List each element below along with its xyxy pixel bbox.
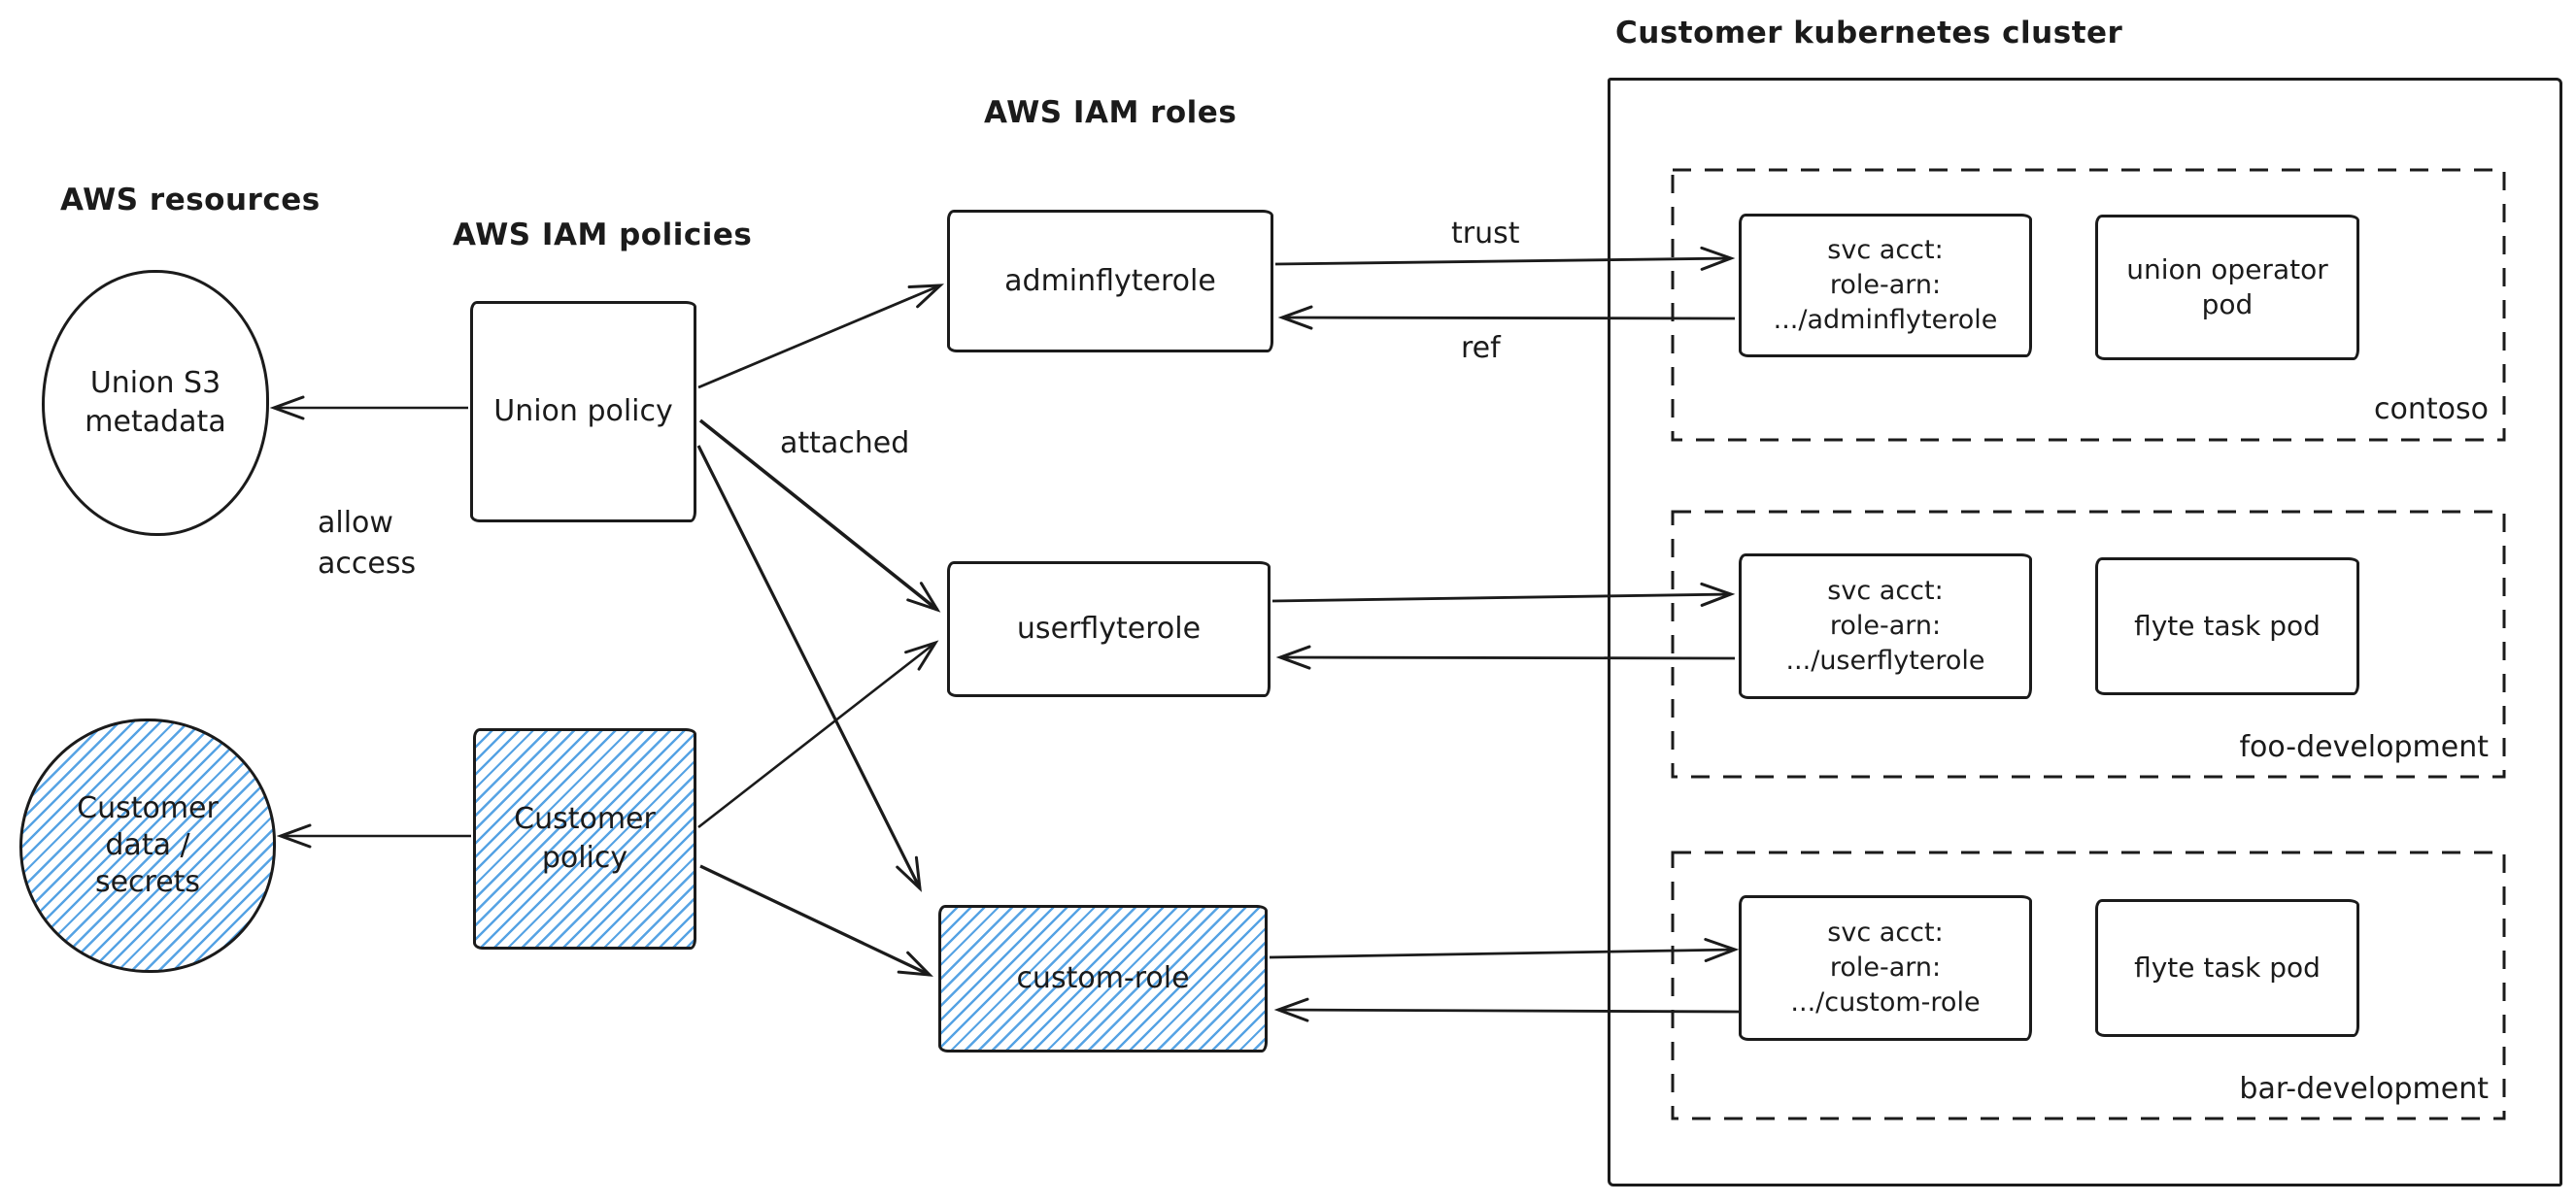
ref-edge-label: ref	[1461, 331, 1501, 365]
allow-access-line2: access	[318, 547, 417, 581]
trust-edge-label: trust	[1451, 217, 1520, 251]
svc-acct-adminflyterole-node: svc acct: role-arn: .../adminflyterole	[1739, 214, 2032, 357]
customer-policy-label-line2: policy	[541, 841, 628, 875]
namespace-label-foo-development: foo-development	[2239, 730, 2489, 764]
customer-data-label-line1: Customer	[77, 791, 219, 825]
union-s3-metadata-node: Union S3 metadata	[42, 270, 269, 536]
svc-acct-2-line1: svc acct:	[1827, 576, 1944, 606]
pod-3-line1: flyte task pod	[2134, 952, 2321, 984]
aws-resources-heading: AWS resources	[60, 183, 321, 217]
customer-data-label-line2: data /	[105, 828, 190, 862]
svc-acct-2-line2: role-arn:	[1829, 611, 1942, 641]
custom-role-label: custom-role	[1016, 961, 1190, 995]
pod-1-line2: pod	[2201, 288, 2254, 320]
svc-acct-3-line3: .../custom-role	[1790, 987, 1981, 1018]
allow-access-line1: allow	[318, 506, 393, 540]
allow-access-edge-label: allow access	[318, 503, 416, 585]
adminflyterole-label: adminflyterole	[1004, 263, 1216, 298]
customer-data-secrets-node: Customer data / secrets	[19, 718, 276, 973]
adminflyterole-node: adminflyterole	[947, 210, 1273, 352]
cluster-title-heading: Customer kubernetes cluster	[1615, 16, 2123, 50]
namespace-label-bar-development: bar-development	[2239, 1072, 2489, 1106]
svc-acct-3-line2: role-arn:	[1829, 952, 1942, 983]
union-s3-label-line2: metadata	[85, 405, 226, 439]
kubernetes-cluster-box	[1608, 78, 2562, 1186]
pod-1-line1: union operator	[2126, 253, 2328, 285]
svc-acct-1-line3: .../adminflyterole	[1773, 305, 1998, 335]
svc-acct-userflyterole-node: svc acct: role-arn: .../userflyterole	[1739, 553, 2032, 699]
flyte-task-pod-foo-node: flyte task pod	[2095, 557, 2359, 695]
customer-data-label-line3: secrets	[94, 865, 201, 899]
svc-acct-1-line2: role-arn:	[1829, 270, 1942, 300]
customer-policy-label-line1: Customer	[514, 802, 656, 836]
union-s3-label-line1: Union S3	[89, 366, 221, 400]
flyte-task-pod-bar-node: flyte task pod	[2095, 899, 2359, 1037]
userflyterole-label: userflyterole	[1016, 612, 1202, 646]
aws-iam-policies-heading: AWS IAM policies	[453, 217, 753, 252]
userflyterole-node: userflyterole	[947, 561, 1271, 697]
custom-role-node: custom-role	[938, 905, 1268, 1053]
union-policy-label: Union policy	[493, 394, 673, 428]
svc-acct-custom-role-node: svc acct: role-arn: .../custom-role	[1739, 895, 2032, 1041]
pod-2-line1: flyte task pod	[2134, 610, 2321, 642]
svc-acct-3-line1: svc acct:	[1827, 918, 1944, 948]
namespace-label-contoso: contoso	[2374, 392, 2489, 426]
svc-acct-1-line1: svc acct:	[1827, 235, 1944, 265]
union-operator-pod-node: union operator pod	[2095, 215, 2359, 360]
svc-acct-2-line3: .../userflyterole	[1785, 646, 1985, 676]
customer-policy-node: Customer policy	[473, 728, 696, 950]
union-policy-node: Union policy	[470, 301, 696, 522]
aws-iam-roles-heading: AWS IAM roles	[984, 95, 1237, 130]
